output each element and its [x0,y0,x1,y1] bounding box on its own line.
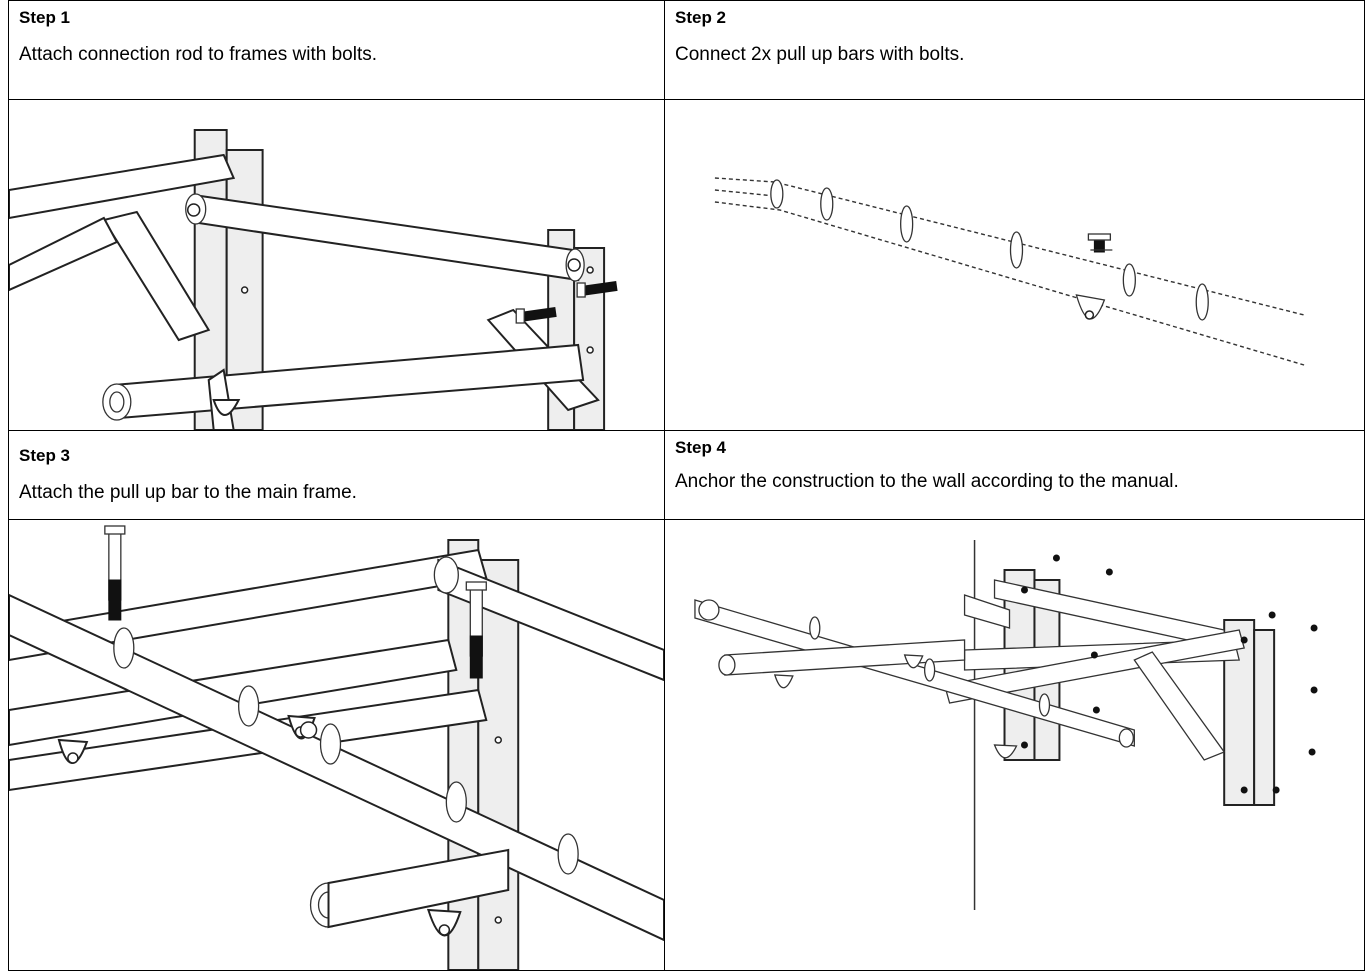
step-1-image-cell [8,99,665,431]
step-3-text-cell: Step 3 Attach the pull up bar to the mai… [8,430,665,520]
step-4-description: Anchor the construction to the wall acco… [675,471,1179,492]
step-1-description: Attach connection rod to frames with bol… [19,44,378,65]
step-4-text-cell: Step 4 Anchor the construction to the wa… [664,430,1365,520]
step-1-title: Step 1 [19,8,71,27]
step-3-illustration [9,525,664,970]
step-3-title: Step 3 [19,446,71,465]
step-2-text-cell: Step 2 Connect 2x pull up bars with bolt… [664,0,1365,100]
step-3-image-cell [8,519,665,971]
step-2-description: Connect 2x pull up bars with bolts. [675,44,965,65]
step-4-title: Step 4 [675,438,727,457]
step-2-title: Step 2 [675,8,727,27]
step-4-illustration [694,540,1318,910]
step-2-illustration [714,177,1305,366]
instruction-sheet: Step 1 Attach connection rod to frames w… [8,0,1365,971]
step-2-image-cell [664,99,1365,431]
step-1-text-cell: Step 1 Attach connection rod to frames w… [8,0,665,100]
steps-table: Step 1 Attach connection rod to frames w… [8,0,1365,971]
step-1-illustration [9,129,618,430]
step-3-description: Attach the pull up bar to the main frame… [19,482,357,503]
step-4-image-cell [664,519,1365,971]
